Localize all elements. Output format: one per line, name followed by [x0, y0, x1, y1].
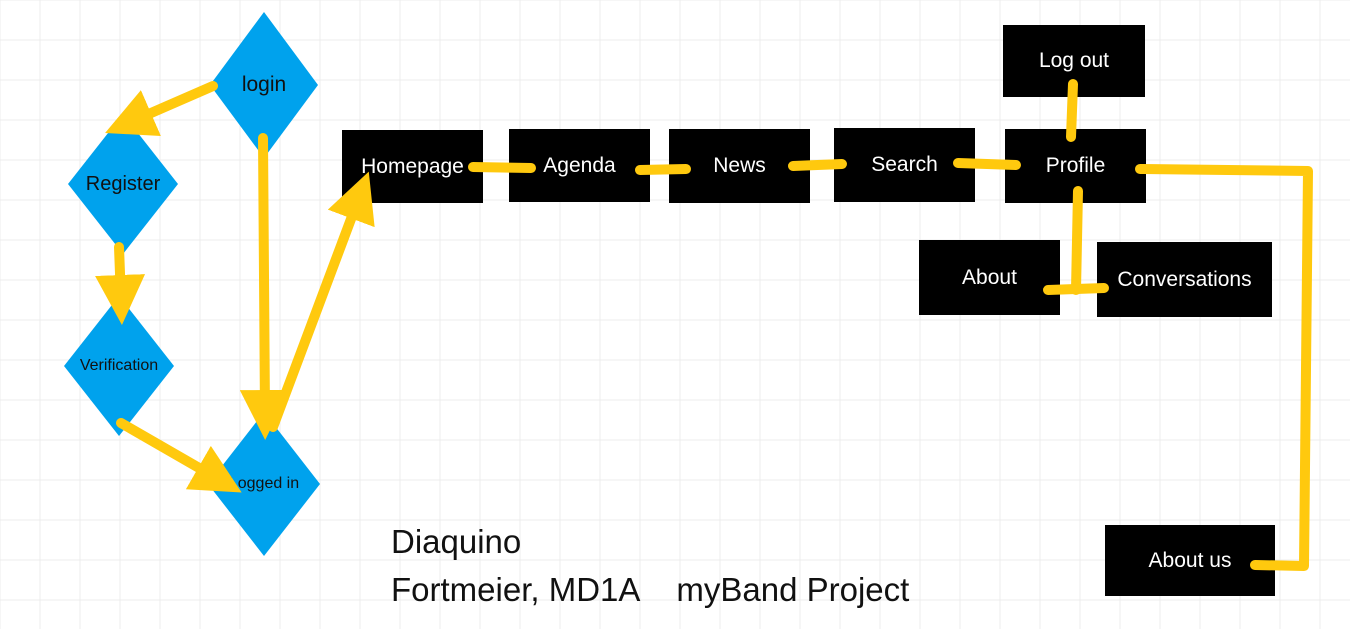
- link-news-search: [788, 159, 847, 171]
- logged-in-label: Logged in: [228, 475, 300, 492]
- homepage-box[interactable]: Homepage: [342, 130, 483, 203]
- link-profile-down: [1071, 186, 1083, 295]
- news-box[interactable]: News: [669, 129, 810, 203]
- about-box[interactable]: About: [919, 240, 1060, 315]
- about-label: About: [962, 265, 1017, 289]
- link-profile-about-us: [1135, 164, 1313, 571]
- login-label: login: [241, 73, 287, 96]
- agenda-label: Agenda: [543, 153, 616, 177]
- caption-line-1: Diaquino: [391, 525, 521, 558]
- conversations-label: Conversations: [1117, 267, 1252, 291]
- profile-label: Profile: [1045, 154, 1106, 177]
- register-label: Register: [85, 172, 161, 195]
- caption-project: myBand Project: [676, 571, 910, 608]
- caption-line-2: Fortmeier, MD1A myBand Project: [391, 573, 909, 606]
- link-search-profile: [953, 158, 1021, 170]
- arrow-register-to-verification: [95, 242, 146, 325]
- link-agenda-news: [635, 164, 691, 175]
- caption-title: Diaquino: [391, 523, 522, 560]
- arrow-login-to-logged-in: [239, 133, 290, 440]
- homepage-label: Homepage: [361, 154, 464, 178]
- about-us-label: About us: [1148, 548, 1232, 572]
- link-about-conversations: [1043, 283, 1109, 295]
- link-homepage-agenda: [468, 162, 536, 173]
- arrow-login-to-register: [105, 81, 218, 136]
- arrow-verification-to-logged-in: [116, 418, 242, 493]
- search-box[interactable]: Search: [834, 128, 975, 202]
- news-label: News: [713, 154, 766, 177]
- verification-label: Verification: [79, 357, 159, 374]
- caption-author: Fortmeier, MD1A: [391, 571, 641, 608]
- log-out-label: Log out: [1038, 49, 1110, 72]
- conversations-box[interactable]: Conversations: [1097, 242, 1272, 317]
- link-profile-log-out: [1066, 79, 1078, 142]
- about-us-box[interactable]: About us: [1105, 525, 1275, 596]
- search-label: Search: [871, 153, 938, 176]
- arrow-logged-in-to-homepage: [268, 171, 375, 432]
